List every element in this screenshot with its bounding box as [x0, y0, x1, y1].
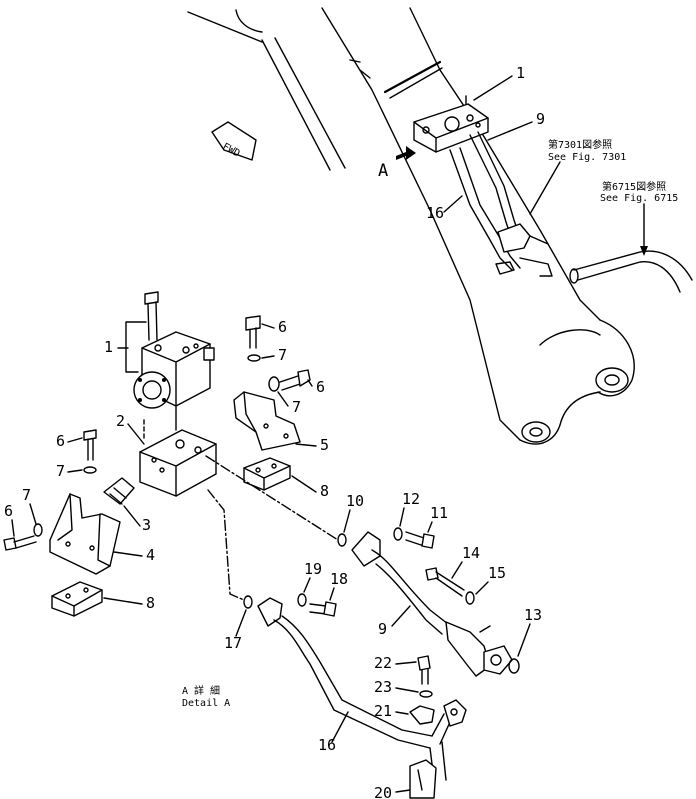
detail-label-jp: A 詳 細 [182, 684, 220, 697]
callout-5: 5 [320, 436, 329, 454]
callout-16: 16 [318, 736, 336, 754]
valve-bolt [144, 291, 159, 341]
callout-9: 9 [378, 620, 387, 638]
plug [103, 477, 135, 505]
callout-2: 2 [116, 412, 125, 430]
callout-8b: 8 [146, 594, 155, 612]
spacer-lower [51, 581, 103, 617]
ref-6715-jp: 第6715図参照 [602, 180, 666, 193]
callout-10: 10 [346, 492, 364, 510]
mounting-block [139, 405, 217, 497]
ref-7301-jp: 第7301図参照 [548, 138, 612, 151]
o-ring-10 [337, 533, 347, 547]
upper-hoses [449, 131, 553, 277]
bolt-set-18-19 [297, 593, 337, 617]
view-direction-arrow-icon: A [378, 146, 416, 181]
bolt-set-lower [3, 523, 43, 551]
callout-6c: 6 [278, 318, 287, 336]
left-bracket [49, 493, 121, 575]
directional-valve [133, 331, 215, 409]
hose-16 [257, 597, 467, 781]
callout-3: 3 [142, 516, 151, 534]
callout-1: 1 [104, 338, 113, 356]
callout-19: 19 [304, 560, 322, 578]
callout-21: 21 [374, 702, 392, 720]
o-ring-17 [243, 595, 253, 609]
callout-8a: 8 [320, 482, 329, 500]
side-pipe [569, 250, 693, 293]
callout-17: 17 [224, 634, 242, 652]
callout-9-top: 9 [536, 110, 545, 128]
callout-16-top: 16 [426, 204, 444, 222]
callout-15: 15 [488, 564, 506, 582]
upper-valve [413, 95, 489, 153]
right-bracket [233, 391, 301, 451]
callout-1-top: 1 [516, 64, 525, 82]
bolt-set-upper [245, 315, 261, 362]
bolt-set-14-15 [425, 567, 475, 605]
view-a-label: A [378, 161, 388, 181]
bolt-set-left [83, 429, 97, 474]
assembly-centerlines [143, 419, 339, 601]
callout-11: 11 [430, 504, 448, 522]
spacer-upper [243, 457, 291, 491]
o-ring-13 [508, 658, 520, 674]
callout-7c: 7 [278, 346, 287, 364]
callout-12: 12 [402, 490, 420, 508]
clamp-set [409, 655, 437, 799]
forward-direction-arrow-icon: FWD [211, 121, 257, 161]
callout-22: 22 [374, 654, 392, 672]
boom-arm [187, 7, 635, 445]
ref-7301-en: See Fig. 7301 [548, 152, 626, 163]
callout-23: 23 [374, 678, 392, 696]
detail-label-en: Detail A [182, 698, 230, 709]
callout-6a: 6 [56, 432, 65, 450]
callout-18: 18 [330, 570, 348, 588]
callout-7b: 7 [22, 486, 31, 504]
ref-6715-en: See Fig. 6715 [600, 193, 678, 204]
callout-13: 13 [524, 606, 542, 624]
hose-9 [351, 531, 513, 677]
bolt-set-right [268, 369, 311, 392]
bolt-set-11-12 [393, 527, 435, 549]
callout-6b: 6 [4, 502, 13, 520]
callout-20: 20 [374, 784, 392, 799]
callout-4: 4 [146, 546, 155, 564]
callout-14: 14 [462, 544, 480, 562]
callout-7-right: 7 [292, 398, 301, 416]
callout-7a: 7 [56, 462, 65, 480]
callout-6-right: 6 [316, 378, 325, 396]
